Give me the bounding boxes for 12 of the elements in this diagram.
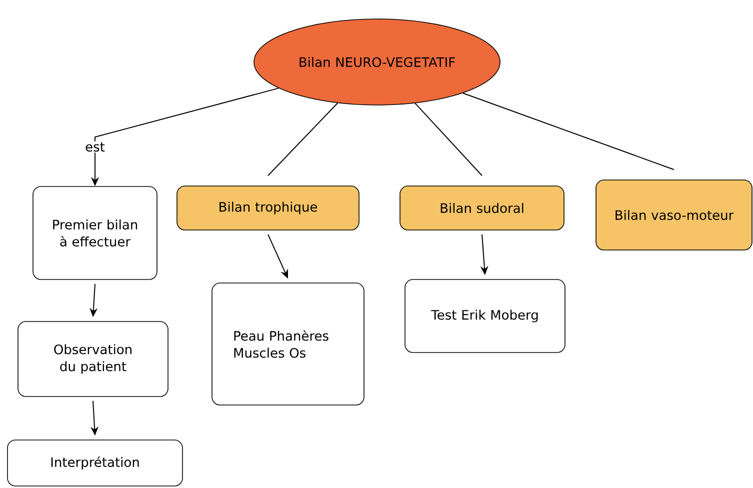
connector-line <box>462 92 674 170</box>
text-box: Peau Phanères Muscles Os <box>212 282 364 406</box>
category-box: Bilan trophique <box>176 186 360 230</box>
text-box: Observation du patient <box>18 321 168 397</box>
connector-line <box>414 102 482 176</box>
category-box: Bilan sudoral <box>400 186 564 230</box>
text-box: Test Erik Moberg <box>404 279 566 353</box>
connector-line <box>268 102 338 176</box>
category-box: Bilan vaso-moteur <box>596 180 752 250</box>
text-box: Premier bilan à effectuer <box>32 186 158 280</box>
edge-label: est <box>84 141 106 153</box>
text-box: Interprétation <box>7 440 183 486</box>
